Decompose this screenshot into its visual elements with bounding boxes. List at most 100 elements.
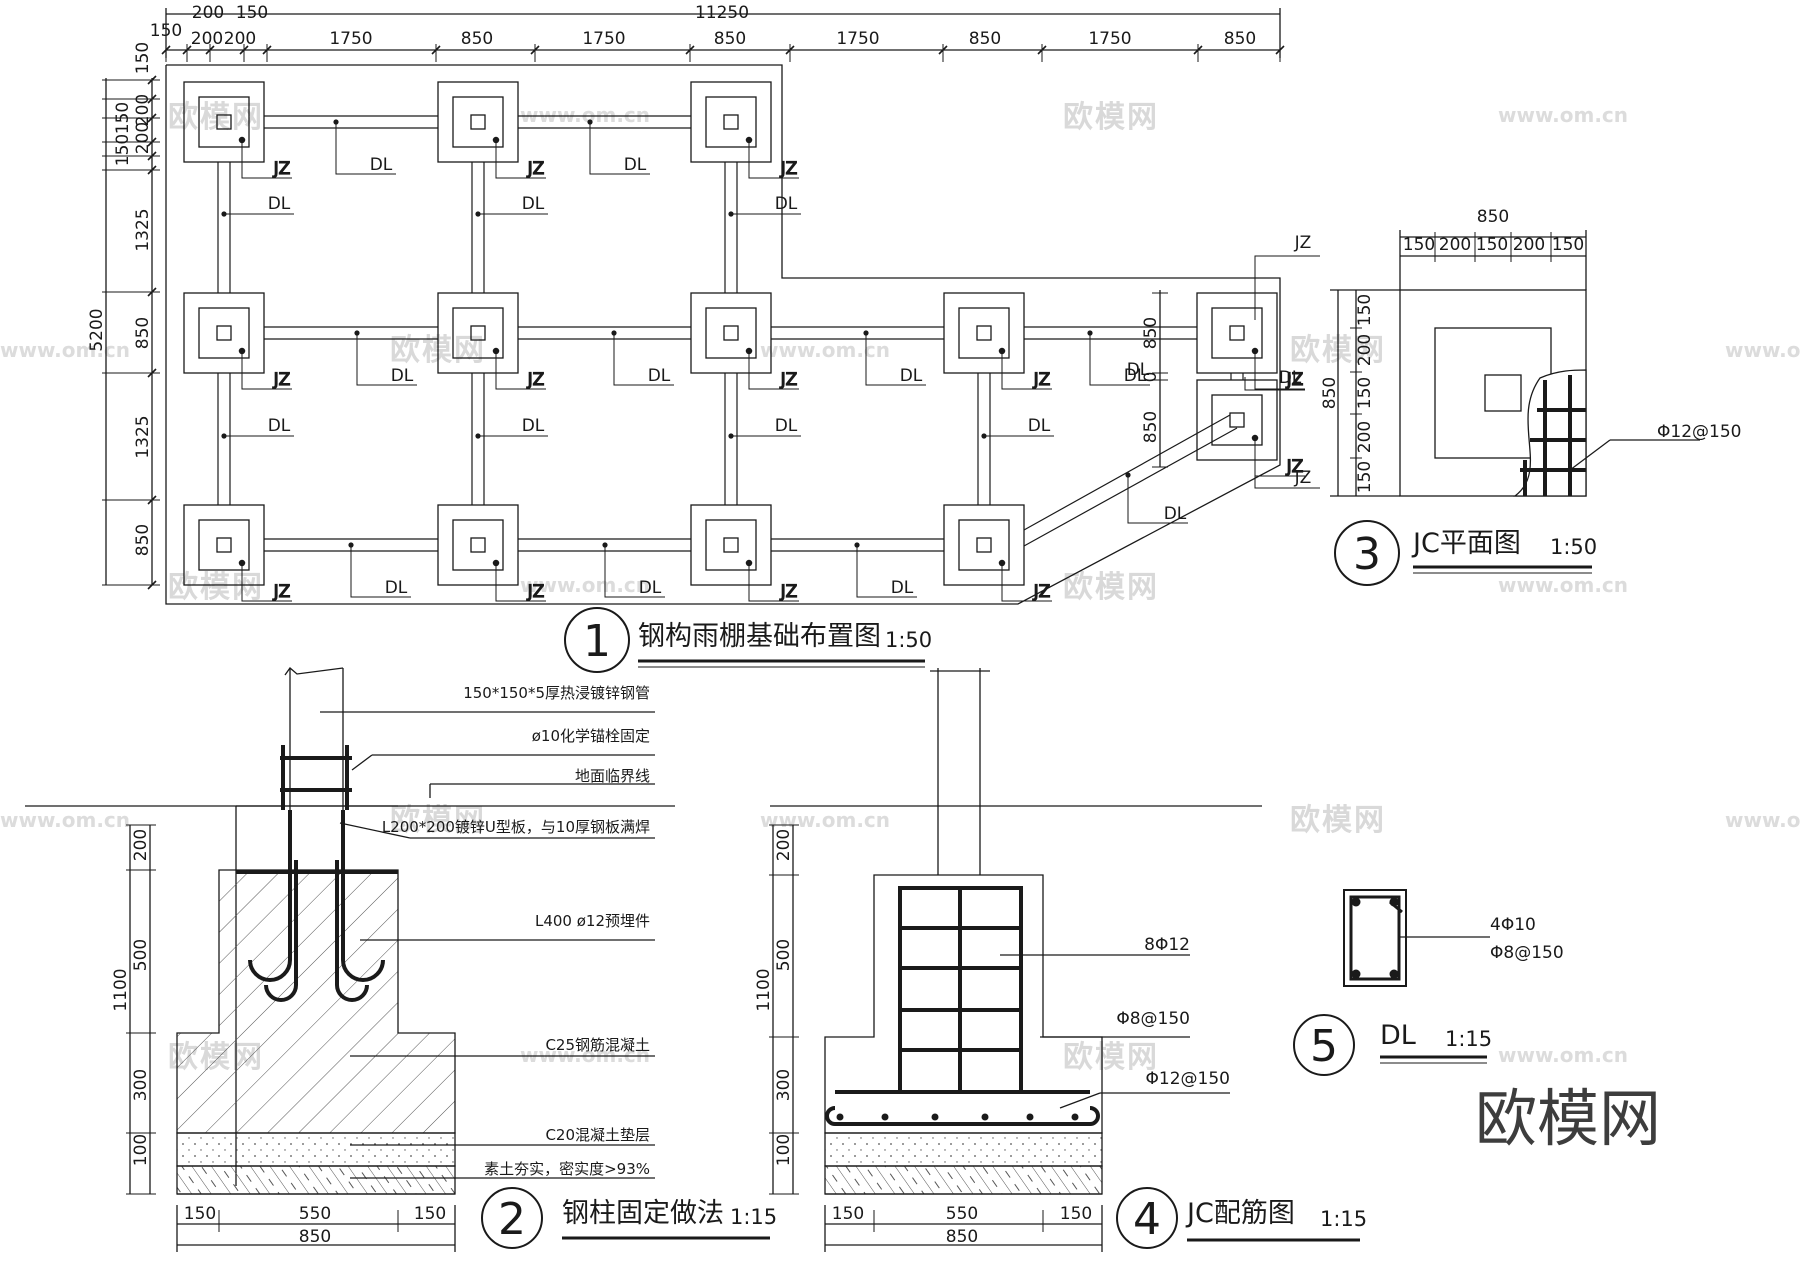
plan-top-ticks	[161, 44, 1285, 62]
plan-right-dim: 0	[1141, 372, 1161, 383]
detail2-note: C25钢筋混凝土	[545, 1036, 650, 1054]
jz-label: JZ	[527, 582, 545, 602]
jz-footing: JZ	[1196, 292, 1305, 391]
jc-rebar-detail	[770, 668, 1262, 1252]
watermark-text: 欧模网	[1063, 100, 1159, 135]
plan-left-ticks	[102, 75, 160, 590]
steel-column-labels: 150*150*5厚热浸镀锌钢管ø10化学锚栓固定地面临界线L200*200镀锌…	[111, 684, 650, 1247]
jz-label: JZ	[1033, 582, 1051, 602]
column-square	[723, 537, 739, 553]
dl-label: DL	[221, 194, 294, 217]
detail4-vert-dim: 300	[774, 1069, 794, 1101]
watermark-text: 欧模网	[168, 570, 264, 605]
column-square	[470, 537, 486, 553]
dl-text: DL	[639, 578, 662, 598]
detail4-bottom-dim: 550	[946, 1204, 978, 1224]
jc-plan-top-dim: 150	[1403, 235, 1435, 255]
jc-plan-side-dim: 200	[1355, 334, 1375, 366]
watermark-url: www.om.cn	[520, 1043, 650, 1067]
watermark-text: 欧模网	[1063, 570, 1159, 605]
plan-top-dim: 1750	[329, 29, 372, 49]
dl-label: DL	[333, 119, 396, 175]
jz-footing: JZ	[690, 81, 799, 180]
jz-footing: JZ	[1196, 379, 1305, 478]
watermark-url: www.om.cn	[520, 573, 650, 597]
dl-label: DL	[348, 542, 411, 598]
column-square	[216, 537, 232, 553]
detail2-vert-dim: 300	[131, 1069, 151, 1101]
detail4-number: 4	[1133, 1194, 1161, 1245]
dl-label: DL	[728, 194, 801, 217]
dl-text: DL	[385, 578, 408, 598]
dl-text: DL	[648, 366, 671, 386]
jz-footing: JZ	[437, 292, 546, 391]
jc-plan-top-dim: 200	[1439, 235, 1471, 255]
dl-text: DL	[268, 416, 291, 436]
plan-total-width: 11250	[695, 3, 749, 23]
jz-label: JZ	[273, 582, 291, 602]
jz-footing: JZ	[690, 504, 799, 603]
dl-label: DL	[728, 416, 801, 439]
jz-footing: JZ	[437, 81, 546, 180]
dl-section-detail	[1343, 889, 1490, 987]
leader-line	[748, 351, 799, 390]
detail2-note: C20混凝土垫层	[545, 1126, 650, 1144]
detail2-vert-total: 1100	[111, 968, 131, 1011]
detail2-vert-dim: 100	[131, 1134, 151, 1166]
rebar-dot	[1071, 1113, 1079, 1121]
detail2-bottom-dim: 150	[184, 1204, 216, 1224]
detail5-title-circle	[1293, 1014, 1355, 1076]
plan-left-dim: 850	[133, 317, 153, 349]
dl-label: DL	[981, 416, 1054, 439]
leader-line	[589, 122, 650, 175]
footing-pedestal	[705, 96, 757, 148]
jc-plan-side-total: 850	[1320, 377, 1340, 409]
detail2-number: 2	[498, 1194, 526, 1245]
dl-label: DL	[854, 542, 917, 598]
jz-footing: JZ	[943, 504, 1052, 603]
watermark-url: www.om.cn	[520, 103, 650, 127]
leader-line	[356, 333, 417, 386]
footing-outline	[437, 81, 519, 163]
detail4-vert-dim: 200	[774, 829, 794, 861]
dl-text: DL	[391, 366, 414, 386]
watermark-url: www.om.cn	[1498, 573, 1628, 597]
leader-line	[1244, 377, 1305, 391]
footing-pedestal	[452, 307, 504, 359]
detail2-title: 钢柱固定做法	[562, 1198, 724, 1229]
dl-text: DL	[900, 366, 923, 386]
dl-label: DL	[354, 330, 417, 386]
detail4-scale: 1:15	[1320, 1207, 1367, 1231]
jc-plan-title-circle	[1334, 520, 1400, 586]
watermark-url: www.om.cn	[0, 338, 130, 362]
leader-line	[1001, 563, 1052, 602]
plan-top-dim: 1750	[1088, 29, 1131, 49]
detail2-note: ø10化学锚栓固定	[532, 727, 650, 745]
footing-pedestal	[958, 307, 1010, 359]
footing-pedestal	[1211, 394, 1263, 446]
plan-title: 钢构雨棚基础布置图	[638, 621, 881, 652]
plan-left-dim: 850	[133, 524, 153, 556]
footing-pedestal	[705, 519, 757, 571]
plan-left-dim: 150	[113, 134, 133, 166]
dl-text: DL	[1164, 504, 1187, 524]
jz-label: JZ	[780, 159, 798, 179]
watermark-text: 欧模网	[390, 803, 486, 838]
leader-line	[241, 351, 292, 390]
watermark-url: www.om.cn	[0, 808, 130, 832]
plan-left-dim: 150	[113, 102, 133, 134]
dl-label: DL	[1087, 330, 1150, 386]
footing-pedestal	[705, 307, 757, 359]
detail2-note: 150*150*5厚热浸镀锌钢管	[463, 684, 650, 702]
footing-outline	[690, 504, 772, 586]
watermark-text: 欧模网	[1290, 333, 1386, 368]
leader-line	[335, 122, 396, 175]
jc-plan-number: 3	[1353, 529, 1381, 580]
footing-outline	[690, 292, 772, 374]
jc-plan-top-dim: 150	[1476, 235, 1508, 255]
footing-pedestal	[1211, 307, 1263, 359]
watermark-url: www.om.cn	[760, 808, 890, 832]
dl-label: DL	[602, 542, 665, 598]
